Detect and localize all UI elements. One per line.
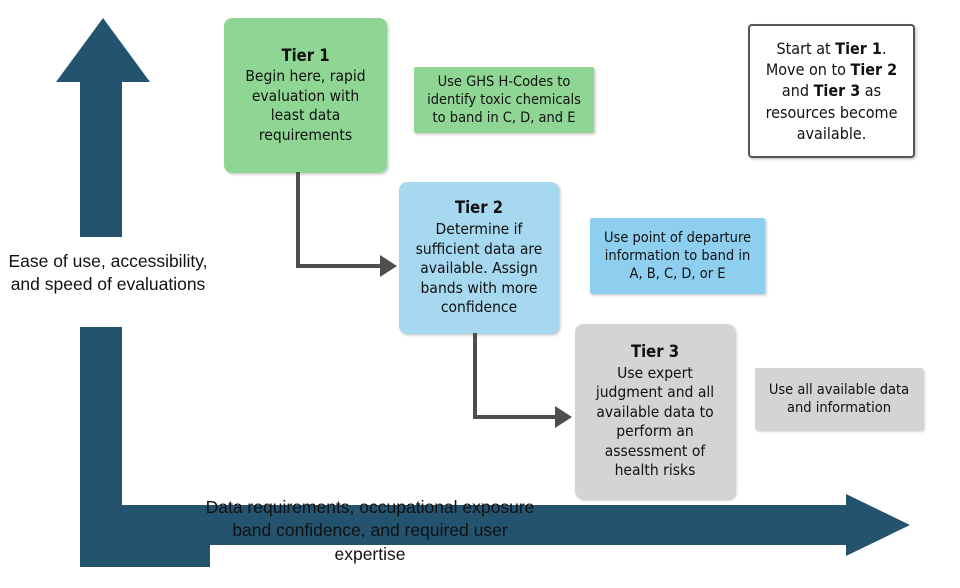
tier-1-body: Begin here, rapid evaluation with least … — [245, 67, 366, 144]
tier-2-note-box[interactable]: Use point of departure information to ba… — [590, 218, 765, 294]
connector-tier1-to-tier2-horizontal-segment — [296, 264, 380, 268]
tier-3-body: Use expert judgment and all available da… — [595, 363, 715, 480]
callout-line-5: available. — [796, 123, 867, 143]
horizontal-arrow-shaft — [210, 505, 850, 545]
vertical-axis-label: Ease of use, accessibility, and speed of… — [8, 251, 208, 295]
connector-tier2-to-tier3-horizontal-segment — [473, 415, 555, 419]
callout-line-1: Start at Tier 1. — [776, 38, 887, 58]
horizontal-arrow-head-icon — [846, 494, 910, 556]
tier-3-box[interactable]: Tier 3 Use expert judgment and all avail… — [575, 324, 735, 499]
callout-line-4: resources become — [765, 102, 898, 122]
tier-1-box[interactable]: Tier 1 Begin here, rapid evaluation with… — [224, 18, 387, 173]
connector-tier2-to-tier3-vertical-segment — [473, 333, 477, 419]
tier-2-box[interactable]: Tier 2 Determine if sufficient data are … — [399, 182, 559, 334]
callout-tier2-bold: Tier 2 — [850, 60, 898, 80]
horizontal-axis-label: Data requirements, occupational exposure… — [205, 497, 535, 564]
tier-1-title: Tier 1 — [281, 45, 330, 65]
tier-3-title: Tier 3 — [630, 342, 680, 362]
tier-3-note-box[interactable]: Use all available data and information — [755, 368, 923, 430]
start-instructions-callout[interactable]: Start at Tier 1. Move on to Tier 2 and T… — [748, 24, 915, 158]
vertical-arrow-head-icon — [56, 18, 150, 82]
horizontal-arrow-corner — [80, 505, 210, 567]
vertical-arrow-upper-shaft — [80, 80, 122, 237]
connector-tier2-to-tier3-arrowhead-icon — [555, 406, 572, 428]
tier-2-body: Determine if sufficient data are availab… — [415, 220, 543, 317]
tier-2-note-text: Use point of departure information to ba… — [603, 229, 752, 283]
tier-1-note-box[interactable]: Use GHS H-Codes to identify toxic chemic… — [414, 67, 594, 133]
tier-3-note-text: Use all available data and information — [768, 381, 910, 416]
tier-2-title: Tier 2 — [454, 198, 504, 218]
connector-tier1-to-tier2-arrowhead-icon — [380, 255, 397, 277]
callout-tier3-bold: Tier 3 — [813, 81, 861, 101]
tier-1-note-text: Use GHS H-Codes to identify toxic chemic… — [427, 73, 581, 127]
callout-line-3: and Tier 3 as — [781, 81, 882, 101]
callout-tier1-bold: Tier 1 — [835, 38, 882, 58]
callout-line-2: Move on to Tier 2 — [765, 60, 898, 80]
connector-tier1-to-tier2-vertical-segment — [296, 172, 300, 268]
